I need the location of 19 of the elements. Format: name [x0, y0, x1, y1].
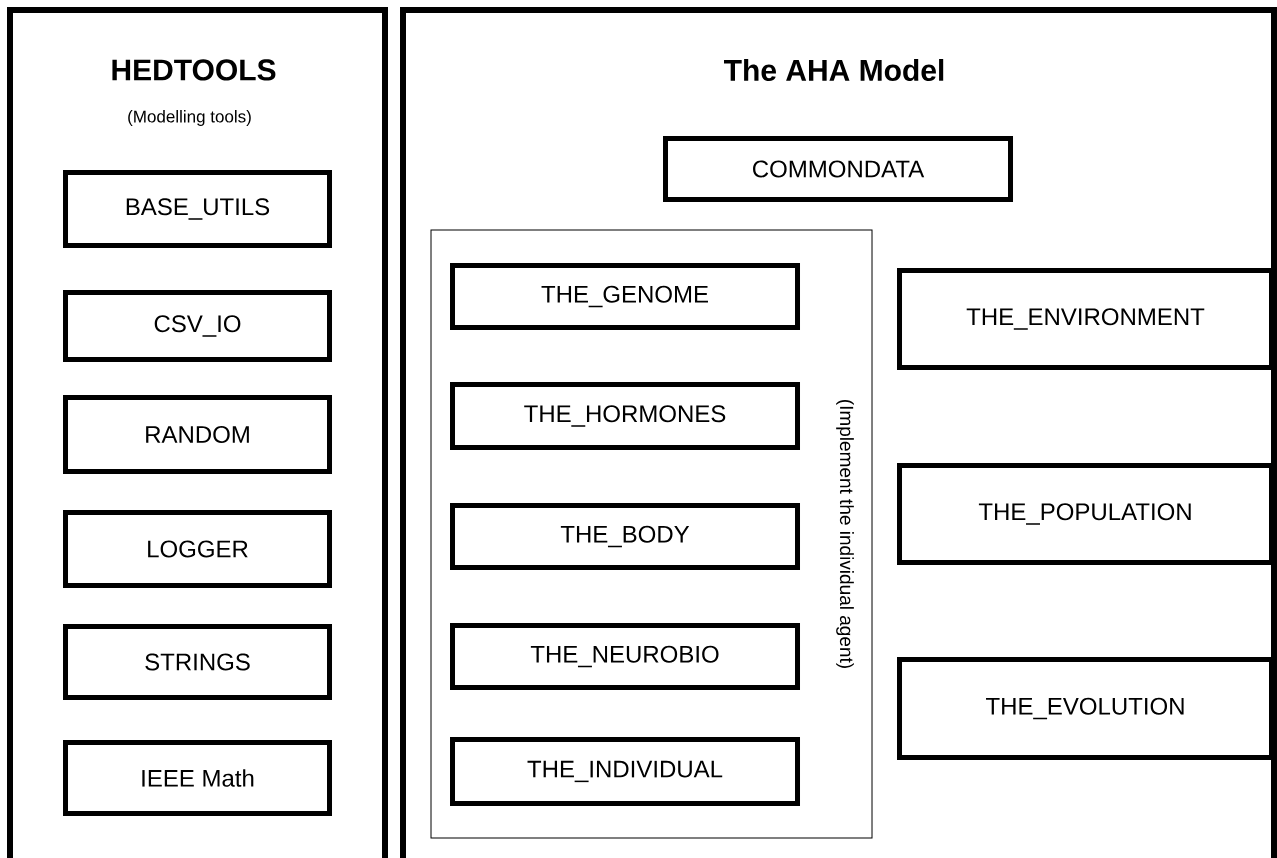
module-box: LOGGER: [63, 510, 332, 588]
panel-subtitle: (Modelling tools): [128, 110, 251, 126]
module-box: THE_NEUROBIO: [450, 623, 800, 690]
module-box: THE_BODY: [450, 503, 800, 570]
module-box: THE_ENVIRONMENT: [897, 268, 1274, 370]
panel-title: HEDTOOLS: [112, 59, 276, 81]
module-box: THE_POPULATION: [897, 463, 1274, 565]
module-box: STRINGS: [63, 624, 332, 700]
panel-title: The AHA Model: [724, 59, 944, 81]
module-box: COMMONDATA: [663, 136, 1013, 202]
module-box: BASE_UTILS: [63, 170, 332, 248]
module-box: CSV_IO: [63, 290, 332, 362]
module-box: THE_INDIVIDUAL: [450, 737, 800, 806]
module-box: RANDOM: [63, 395, 332, 474]
module-box: THE_EVOLUTION: [897, 657, 1274, 760]
vertical-label: (Implement the individual agent): [836, 400, 854, 668]
module-box: IEEE Math: [63, 740, 332, 816]
module-box: THE_HORMONES: [450, 382, 800, 450]
module-box: THE_GENOME: [450, 263, 800, 330]
